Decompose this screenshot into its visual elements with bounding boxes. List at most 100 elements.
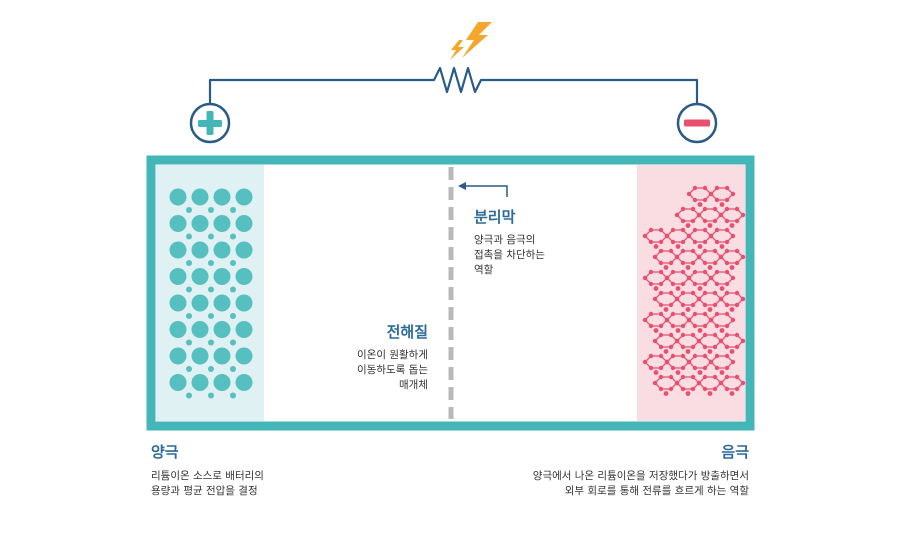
lithium-ion-dot	[230, 260, 236, 266]
graphite-atom	[692, 227, 698, 233]
graphite-atom	[658, 323, 664, 329]
graphite-atom	[740, 380, 746, 386]
graphite-atom	[708, 233, 714, 239]
graphite-atom	[708, 359, 714, 365]
anode-lattice	[642, 185, 746, 396]
lithium-ion-dot	[729, 307, 735, 312]
lightning-icon	[450, 22, 492, 60]
graphite-atom	[668, 332, 674, 338]
graphite-atom	[680, 269, 686, 275]
graphite-atom	[724, 185, 730, 191]
graphite-atom	[674, 338, 680, 344]
graphite-atom	[658, 239, 664, 245]
graphite-atom	[734, 302, 740, 308]
plus-icon	[189, 102, 231, 144]
cathode-particle	[235, 347, 253, 365]
graphite-atom	[680, 374, 686, 380]
graphite-atom	[702, 332, 708, 338]
lithium-ion-dot	[653, 286, 659, 291]
graphite-atom	[724, 323, 730, 329]
graphite-atom	[714, 239, 720, 245]
graphite-atom	[714, 281, 720, 287]
graphite-atom	[674, 296, 680, 302]
graphite-atom	[648, 311, 654, 317]
cathode-particle	[169, 241, 187, 259]
graphite-atom	[686, 317, 692, 323]
graphite-atom	[730, 275, 736, 281]
graphite-atom	[702, 197, 708, 203]
graphite-atom	[690, 386, 696, 392]
lithium-ion-dot	[707, 349, 713, 354]
graphite-atom	[724, 206, 730, 212]
graphite-atom	[692, 311, 698, 317]
separator-arrow	[458, 182, 508, 197]
graphite-atom	[714, 353, 720, 359]
graphite-atom	[680, 281, 686, 287]
graphite-atom	[680, 218, 686, 224]
graphite-atom	[692, 323, 698, 329]
graphite-atom	[702, 227, 708, 233]
graphite-atom	[702, 260, 708, 266]
graphite-atom	[668, 260, 674, 266]
graphite-atom	[692, 185, 698, 191]
lithium-ion-dot	[719, 286, 725, 291]
lithium-ion-dot	[719, 370, 725, 375]
graphite-atom	[690, 344, 696, 350]
cathode-desc-line: 리튬이온 소스로 배터리의	[151, 470, 264, 482]
lithium-ion-dot	[675, 244, 681, 249]
anode-desc: 양극에서 나온 리튬이온을 저장했다가 방출하면서 외부 회로를 통해 전류를 …	[533, 469, 749, 499]
cathode-particles	[169, 188, 253, 399]
graphite-atom	[670, 281, 676, 287]
lithium-ion-dot	[208, 233, 214, 240]
graphite-atom	[648, 239, 654, 245]
graphite-atom	[690, 302, 696, 308]
graphite-atom	[734, 374, 740, 380]
anode-desc-line: 양극에서 나온 리튬이온을 저장했다가 방출하면서	[532, 470, 749, 482]
graphite-atom	[690, 248, 696, 254]
minus-icon	[676, 102, 718, 144]
cathode-particle	[235, 321, 253, 338]
graphite-atom	[670, 353, 676, 359]
circuit-wire	[208, 66, 699, 103]
graphite-atom	[718, 296, 724, 302]
graphite-atom	[712, 344, 718, 350]
graphite-atom	[724, 197, 730, 203]
graphite-atom	[724, 281, 730, 287]
graphite-atom	[702, 302, 708, 308]
cathode-desc: 리튬이온 소스로 배터리의 용량과 평균 전압을 결정	[151, 469, 264, 499]
lithium-ion-dot	[230, 207, 236, 213]
graphite-atom	[674, 254, 680, 260]
cathode-particle	[191, 347, 209, 365]
graphite-atom	[702, 353, 708, 359]
graphite-atom	[658, 365, 664, 371]
graphite-atom	[690, 218, 696, 224]
lithium-ion-dot	[707, 265, 713, 270]
graphite-atom	[686, 275, 692, 281]
graphite-atom	[668, 386, 674, 392]
graphite-atom	[680, 206, 686, 212]
graphite-atom	[724, 374, 730, 380]
lithium-ion-dot	[208, 366, 214, 372]
graphite-atom	[712, 290, 718, 296]
lithium-ion-dot	[675, 286, 681, 291]
graphite-atom	[690, 374, 696, 380]
graphite-atom	[680, 386, 686, 392]
graphite-atom	[734, 344, 740, 350]
graphite-atom	[648, 269, 654, 275]
graphite-atom	[686, 191, 692, 197]
graphite-atom	[708, 275, 714, 281]
lithium-ion-dot	[208, 392, 214, 399]
lithium-ion-dot	[230, 313, 236, 319]
cathode-particle	[213, 374, 231, 391]
graphite-atom	[668, 344, 674, 350]
graphite-atom	[724, 386, 730, 392]
lithium-ion-dot	[663, 265, 669, 270]
graphite-atom	[734, 206, 740, 212]
graphite-atom	[730, 317, 736, 323]
electrolyte-desc-line: 이온이 원활하게	[357, 349, 428, 361]
graphite-atom	[642, 275, 648, 281]
lithium-ion-dot	[719, 244, 725, 249]
cathode-particle	[213, 347, 231, 365]
graphite-atom	[724, 248, 730, 254]
lithium-ion-dot	[729, 223, 735, 228]
